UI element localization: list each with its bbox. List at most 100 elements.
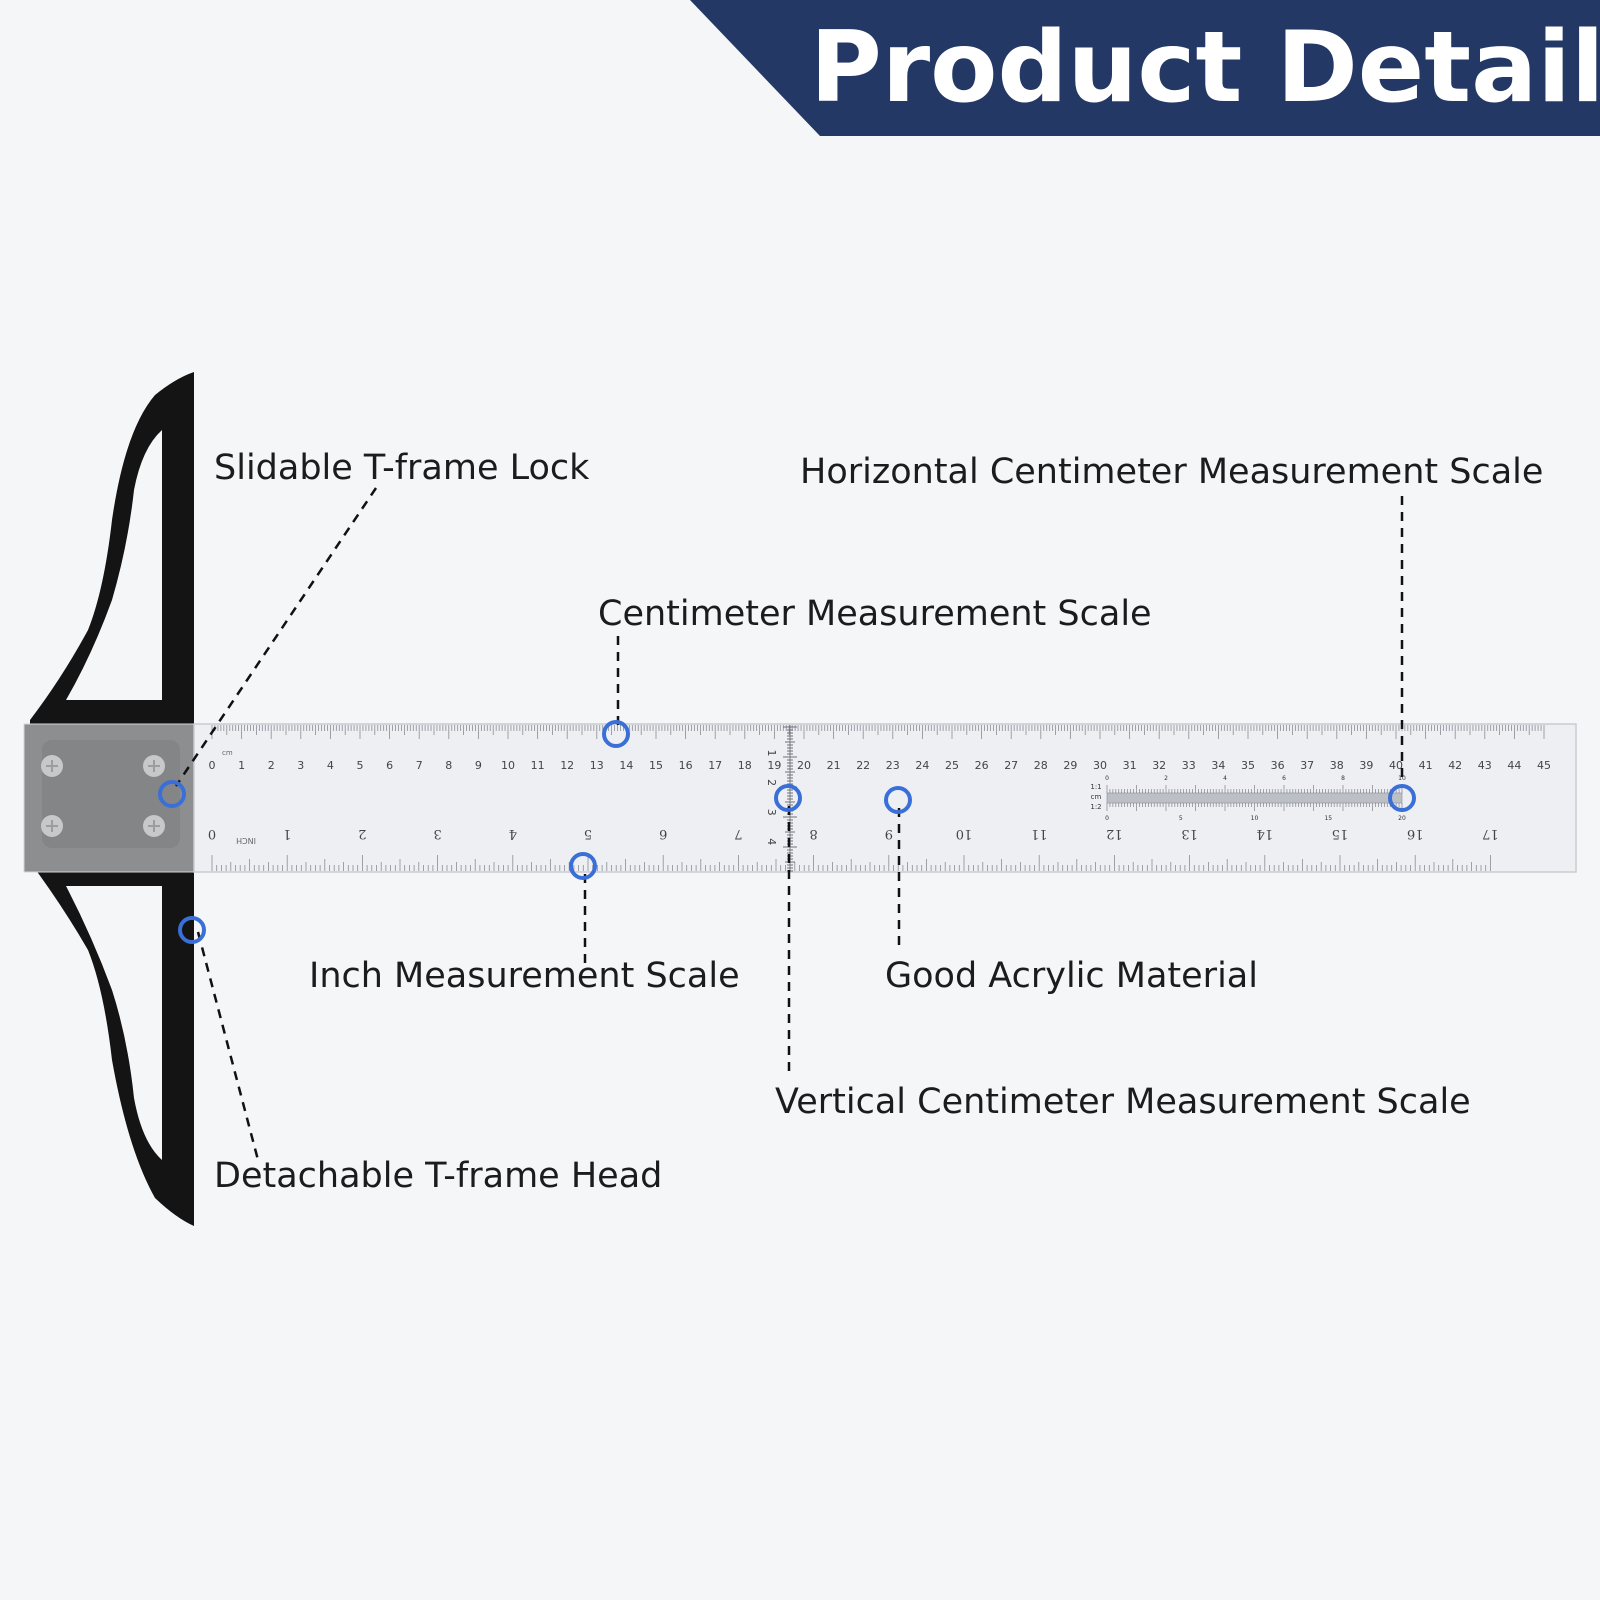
inch-tick-label: 14 <box>1257 826 1274 841</box>
cm-tick-label: 22 <box>856 759 870 772</box>
cm-tick-label: 1 <box>238 759 245 772</box>
cm-tick-label: 20 <box>797 759 811 772</box>
cm-tick-label: 6 <box>386 759 393 772</box>
vertical-tick-label: 4 <box>765 838 778 845</box>
marker-ring-icon <box>158 780 186 808</box>
inch-tick-label: 7 <box>734 826 742 841</box>
inch-tick-label: 3 <box>433 826 441 841</box>
inch-tick-label: 2 <box>358 826 366 841</box>
inch-tick-label: 0 <box>208 826 216 841</box>
scale-ratio-label: 1:2 <box>1090 803 1101 811</box>
cm-tick-label: 38 <box>1330 759 1344 772</box>
cm-tick-label: 37 <box>1300 759 1314 772</box>
scale-top-label: 6 <box>1282 775 1286 782</box>
leader-lines <box>174 487 1404 1161</box>
marker-ring-icon <box>774 784 802 812</box>
cm-tick-label: 31 <box>1123 759 1137 772</box>
cm-tick-label: 21 <box>827 759 841 772</box>
cm-tick-label: 44 <box>1507 759 1521 772</box>
cm-tick-label: 41 <box>1419 759 1433 772</box>
inch-tick-label: 6 <box>659 826 667 841</box>
inch-tick-label: 17 <box>1482 826 1499 841</box>
cm-tick-label: 19 <box>767 759 781 772</box>
cm-tick-label: 18 <box>738 759 752 772</box>
inch-unit-label: INCH <box>236 836 256 845</box>
scale-bottom-label: 15 <box>1324 815 1332 822</box>
cm-tick-label: 14 <box>619 759 633 772</box>
cm-tick-label: 35 <box>1241 759 1255 772</box>
page-title: Product Details <box>810 11 1600 125</box>
cm-tick-label: 2 <box>268 759 275 772</box>
scale-top-label: 10 <box>1398 775 1406 782</box>
leader-line-head <box>196 931 260 1161</box>
cm-tick-label: 39 <box>1359 759 1373 772</box>
cm-tick-label: 28 <box>1034 759 1048 772</box>
label-acrylic-material: Good Acrylic Material <box>885 956 1258 996</box>
label-horizontal-cm-scale: Horizontal Centimeter Measurement Scale <box>800 452 1544 492</box>
inch-tick-label: 12 <box>1106 826 1123 841</box>
cm-tick-label: 32 <box>1152 759 1166 772</box>
scale-top-label: 2 <box>1164 775 1168 782</box>
vertical-tick-label: 2 <box>765 779 778 786</box>
marker-ring-icon <box>569 852 597 880</box>
cm-tick-label: 25 <box>945 759 959 772</box>
cm-tick-label: 45 <box>1537 759 1551 772</box>
inch-tick-label: 4 <box>509 826 517 841</box>
cm-tick-label: 5 <box>357 759 364 772</box>
inch-tick-label: 9 <box>885 826 893 841</box>
vertical-tick-label: 3 <box>765 809 778 816</box>
cm-tick-label: 29 <box>1063 759 1077 772</box>
cm-tick-label: 43 <box>1478 759 1492 772</box>
scale-top-label: 8 <box>1341 775 1345 782</box>
cm-tick-label: 13 <box>590 759 604 772</box>
marker-ring-icon <box>178 916 206 944</box>
cm-tick-label: 0 <box>209 759 216 772</box>
cm-tick-label: 8 <box>445 759 452 772</box>
cm-tick-label: 30 <box>1093 759 1107 772</box>
vertical-tick-label: 1 <box>765 750 778 757</box>
inch-tick-marks <box>211 855 1491 871</box>
scale-bottom-label: 0 <box>1105 815 1109 822</box>
cm-tick-label: 42 <box>1448 759 1462 772</box>
cm-tick-label: 16 <box>679 759 693 772</box>
scale-ratio-label: cm <box>1091 793 1102 801</box>
cm-tick-label: 27 <box>1004 759 1018 772</box>
inch-tick-label: 10 <box>956 826 973 841</box>
label-detachable-head: Detachable T-frame Head <box>214 1156 663 1196</box>
cm-tick-label: 36 <box>1271 759 1285 772</box>
cm-tick-label: 4 <box>327 759 334 772</box>
cm-tick-label: 10 <box>501 759 515 772</box>
label-inch-scale: Inch Measurement Scale <box>309 956 740 996</box>
scale-top-label: 0 <box>1105 775 1109 782</box>
inch-tick-label: 5 <box>584 826 592 841</box>
cm-tick-label: 9 <box>475 759 482 772</box>
inch-tick-label: 16 <box>1407 826 1424 841</box>
scale-bottom-label: 10 <box>1251 815 1259 822</box>
cm-tick-label: 15 <box>649 759 663 772</box>
inch-tick-label: 13 <box>1181 826 1198 841</box>
label-cm-scale: Centimeter Measurement Scale <box>598 594 1152 634</box>
marker-ring-icon <box>884 786 912 814</box>
cm-tick-label: 40 <box>1389 759 1403 772</box>
cm-tick-label: 33 <box>1182 759 1196 772</box>
marker-ring-icon <box>1388 784 1416 812</box>
inch-tick-label: 11 <box>1031 826 1048 841</box>
leader-line-lock <box>174 487 378 787</box>
cm-tick-label: 7 <box>416 759 423 772</box>
label-vertical-cm-scale: Vertical Centimeter Measurement Scale <box>775 1082 1471 1122</box>
scale-bottom-label: 20 <box>1398 815 1406 822</box>
cm-tick-label: 12 <box>560 759 574 772</box>
cm-tick-label: 11 <box>531 759 545 772</box>
scale-top-label: 4 <box>1223 775 1227 782</box>
cm-tick-label: 24 <box>915 759 929 772</box>
scale-bottom-label: 5 <box>1179 815 1183 822</box>
cm-tick-label: 26 <box>975 759 989 772</box>
cm-tick-label: 34 <box>1211 759 1225 772</box>
label-slidable-lock: Slidable T-frame Lock <box>214 448 590 488</box>
inch-tick-label: 15 <box>1332 826 1349 841</box>
